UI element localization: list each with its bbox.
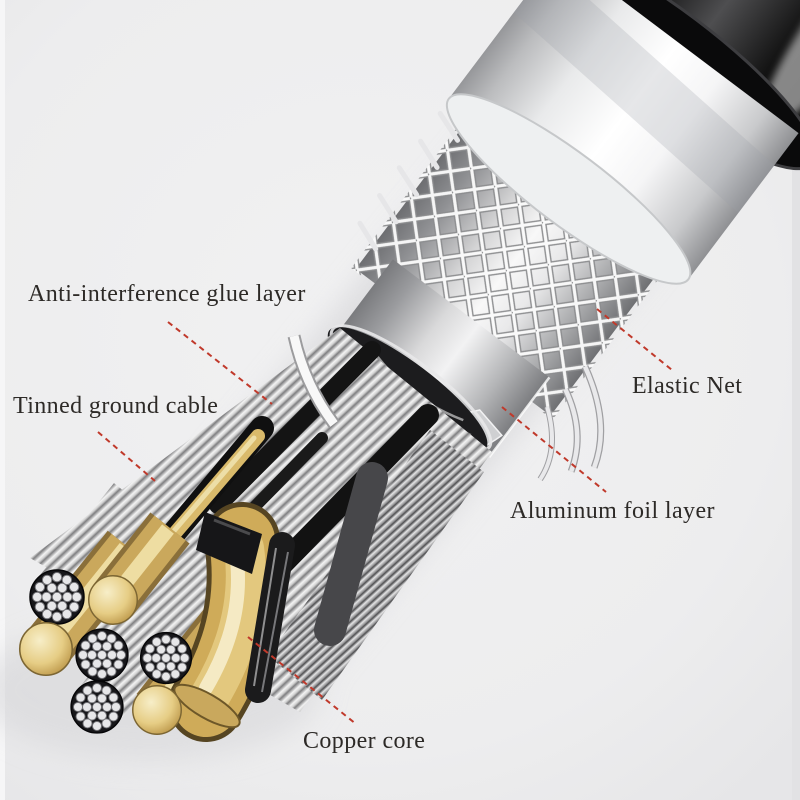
label-elastic-net: Elastic Net (632, 373, 743, 399)
copper-core-black-sheath (196, 512, 262, 574)
black-wire-striped (245, 532, 295, 703)
leader-lines (97, 308, 673, 725)
right-edge-strip (792, 0, 800, 800)
white-wire (287, 334, 340, 428)
leader-tinned-ground-cable (97, 431, 156, 482)
copper-core-end (18, 621, 74, 677)
label-copper-core: Copper core (303, 728, 426, 754)
leader-elastic-net (596, 308, 673, 371)
glue-layer-cut-edge (445, 93, 692, 285)
tinned-wire-end (29, 569, 85, 625)
copper-core-end (88, 575, 138, 625)
copper-core-large (168, 502, 295, 742)
glue-layer-tube (445, 0, 799, 285)
copper-core-end (132, 685, 182, 735)
leader-aluminum-foil-layer (501, 406, 607, 493)
elastic-net-mesh (351, 97, 682, 420)
leader-anti-interference-glue-layer (167, 321, 273, 405)
tinned-wire-end (75, 628, 129, 682)
label-anti-interference-glue-layer: Anti-interference glue layer (28, 281, 306, 307)
copper-core-end-face (173, 683, 241, 729)
leader-copper-core (247, 636, 357, 725)
label-aluminum-foil-layer: Aluminum foil layer (510, 498, 715, 524)
tinned-wire-end (70, 680, 124, 734)
left-edge-strip (0, 0, 5, 800)
label-tinned-ground-cable: Tinned ground cable (13, 393, 219, 419)
tinned-wire-end (139, 631, 193, 685)
